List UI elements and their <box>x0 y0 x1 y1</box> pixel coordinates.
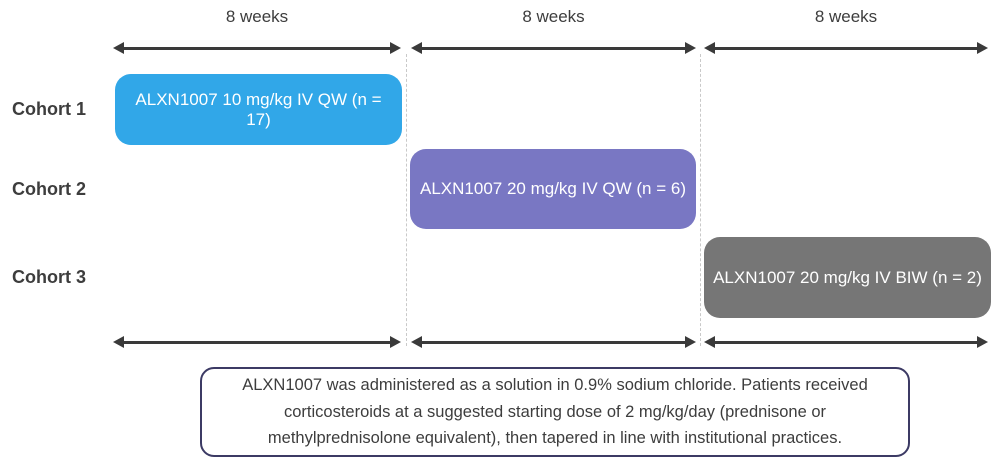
period-1-bottom-arrow <box>113 335 401 349</box>
arrow-right-head-icon <box>685 42 696 54</box>
cohort-1-treatment-text: ALXN1007 10 mg/kg IV QW (n = 17) <box>135 89 382 129</box>
cohort-2-label: Cohort 2 <box>12 179 86 199</box>
arrow-left-head-icon <box>113 42 124 54</box>
cohort-3-treatment-text: ALXN1007 20 mg/kg IV BIW (n = 2) <box>713 267 982 287</box>
period-divider-2 <box>700 54 701 346</box>
administration-note-box: ALXN1007 was administered as a solution … <box>200 367 910 457</box>
arrow-left-head-icon <box>704 336 715 348</box>
period-3-bottom-arrow <box>704 335 988 349</box>
arrow-right-head-icon <box>977 42 988 54</box>
cohort-2-treatment-box: ALXN1007 20 mg/kg IV QW (n = 6) <box>410 149 696 229</box>
arrow-shaft <box>124 340 390 344</box>
period-1-duration-label: 8 weeks <box>225 7 289 26</box>
arrow-shaft <box>715 340 977 344</box>
arrow-right-head-icon <box>390 336 401 348</box>
arrow-shaft <box>715 46 977 50</box>
period-2-bottom-arrow <box>411 335 696 349</box>
period-3-duration-label: 8 weeks <box>814 7 878 26</box>
arrow-right-head-icon <box>390 42 401 54</box>
period-3-top-arrow <box>704 41 988 55</box>
arrow-left-head-icon <box>704 42 715 54</box>
arrow-shaft <box>124 46 390 50</box>
cohort-2-treatment-text: ALXN1007 20 mg/kg IV QW (n = 6) <box>420 179 686 198</box>
arrow-right-head-icon <box>685 336 696 348</box>
arrow-left-head-icon <box>411 42 422 54</box>
arrow-shaft <box>422 340 685 344</box>
arrow-right-head-icon <box>977 336 988 348</box>
arrow-left-head-icon <box>411 336 422 348</box>
period-2-top-arrow <box>411 41 696 55</box>
arrow-shaft <box>422 46 685 50</box>
period-divider-1 <box>406 54 407 346</box>
period-2-duration-label: 8 weeks <box>522 7 585 26</box>
cohort-1-label: Cohort 1 <box>12 99 86 119</box>
cohort-1-treatment-box: ALXN1007 10 mg/kg IV QW (n = 17) <box>115 74 402 145</box>
arrow-left-head-icon <box>113 336 124 348</box>
cohort-3-label: Cohort 3 <box>12 267 86 287</box>
administration-note-text: ALXN1007 was administered as a solution … <box>242 375 868 448</box>
cohort-3-treatment-box: ALXN1007 20 mg/kg IV BIW (n = 2) <box>704 237 991 318</box>
period-1-top-arrow <box>113 41 401 55</box>
